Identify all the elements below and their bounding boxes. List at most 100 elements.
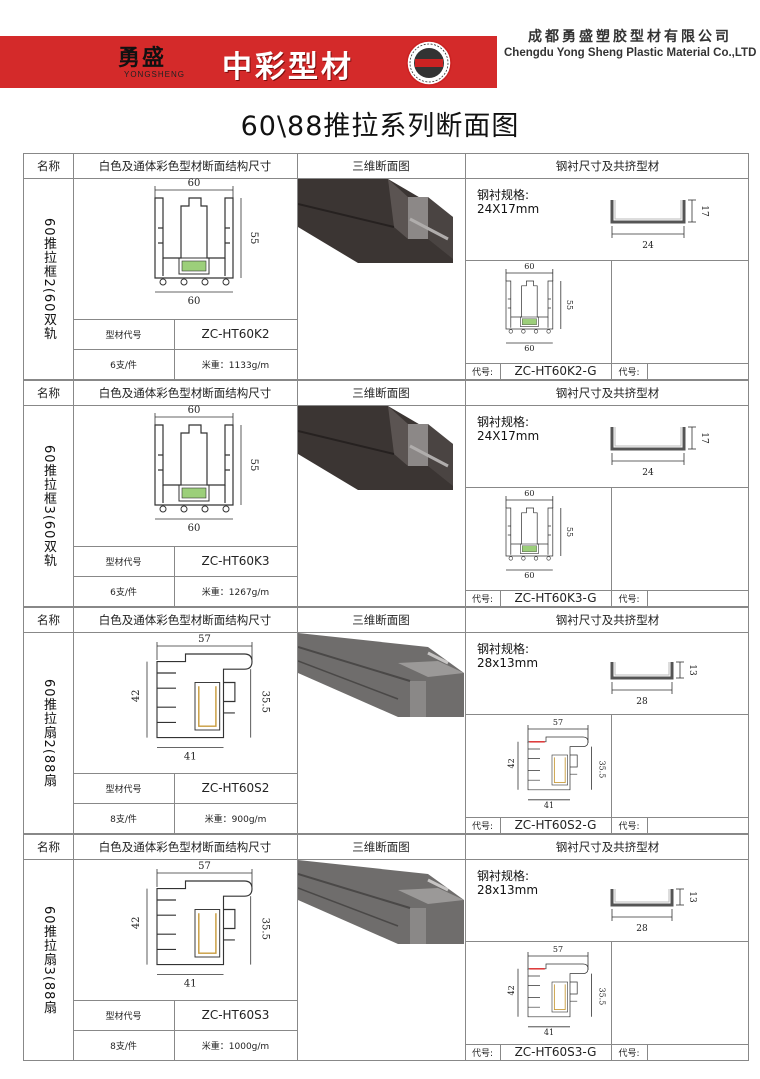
steel-spec-label: 钢衬规格: [477,188,530,202]
pack-count: 6支/件 [110,587,137,598]
profile-3d-view [298,406,464,490]
column-header-3d: 三维断面图 [352,386,410,400]
extrusion-edge [298,660,399,700]
dimension-label: 41 [184,979,197,990]
profile-path [570,754,578,775]
profile-name-cell: 60推拉扇2(88扇 [24,632,73,835]
extrusion-side [410,908,426,944]
extrusion-face [408,197,428,239]
dimension-label: 60 [524,344,534,353]
brand-main-title: 中彩型材 [222,50,354,85]
profile-chamber [551,754,568,786]
dimension-label: 28 [636,697,648,707]
dimension-label: 57 [198,634,211,645]
dimension-label: 35.5 [260,918,271,940]
extrusion-edge [409,217,449,241]
dimension-label: 35.5 [260,691,271,713]
reinforcement-insert [553,757,566,784]
dimension-label: 24 [642,241,654,251]
steel-channel [610,427,686,451]
column-header-name: 名称 [37,613,60,627]
profile-path [156,880,253,966]
profile-foot [508,329,513,334]
pack-count: 6支/件 [110,360,137,371]
profile-name: 60推拉框2(60双轨 [41,218,56,341]
profile-path [162,258,226,276]
dimension-label: 41 [544,801,554,810]
column-header-structure: 白色及通体彩色型材断面结构尺寸 [98,840,272,854]
steel-spec-value: 24X17mm [477,202,540,216]
coex-code-label: 代号: [471,1048,494,1059]
steel-channel-inner [614,427,682,447]
profile-foot [546,556,551,561]
dimension-label: 13 [687,664,697,676]
column-header-name: 名称 [37,386,60,400]
profile-path [528,748,541,781]
coex-code: ZC-HT60S2-G [514,818,597,832]
profile-name: 60推拉框3(60双轨 [41,445,56,568]
code-label: 型材代号 [105,330,142,341]
profile-path [505,280,554,330]
profile-outline [156,653,253,739]
dimension-label: 35.5 [598,987,607,1005]
dimension-label: 17 [699,432,709,444]
coex-code-label-2: 代号: [618,1048,640,1059]
steel-spec-value: 24X17mm [477,429,540,443]
profile-foot [159,278,167,286]
dimension-label: 55 [248,459,259,472]
profile-3d-view [298,179,464,263]
dimension-label: 55 [248,232,259,245]
column-header-steel: 钢衬尺寸及共挤型材 [555,613,660,627]
profile-path [527,963,589,1018]
reinforcement-insert [522,545,537,552]
profile-path [507,298,552,309]
profile-foot [222,505,230,513]
steel-spec-label: 钢衬规格: [477,642,530,656]
column-header-steel: 钢衬尺寸及共挤型材 [555,840,660,854]
reinforcement-insert [198,913,217,954]
steel-spec-label: 钢衬规格: [477,415,530,429]
dimension-label: 42 [131,689,142,702]
profile-chamber [520,543,539,554]
dimension-label: 60 [188,405,201,416]
profile-foot [222,278,230,286]
extrusion-edge [298,887,399,927]
profile-section-4: 名称 白色及通体彩色型材断面结构尺寸 三维断面图 钢衬尺寸及共挤型材 60推拉扇… [23,834,749,1061]
column-header-structure: 白色及通体彩色型材断面结构尺寸 [98,613,272,627]
extrusion-side [428,197,453,259]
profile-path [510,544,549,555]
profile-section-3: 名称 白色及通体彩色型材断面结构尺寸 三维断面图 钢衬尺寸及共挤型材 60推拉扇… [23,607,749,834]
profile-outline [154,424,234,513]
dimension-label: 55 [565,527,574,537]
dimension-label: 60 [524,262,534,271]
dimension-label: 57 [198,861,211,872]
steel-channel-inner [614,200,682,220]
steel-spec-value: 28x13mm [477,883,539,897]
dimension-label: 60 [524,489,534,498]
pack-count: 8支/件 [110,814,137,825]
page-title: 60\88推拉系列断面图 [240,111,520,142]
extrusion-edge [298,430,395,455]
dimension-label: 42 [507,985,516,995]
coex-code-label: 代号: [471,367,494,378]
dimension-label: 55 [565,300,574,310]
profile-outline [527,963,589,1018]
extrusion-face [398,661,464,677]
pack-count: 8支/件 [110,1041,137,1052]
coex-code-label: 代号: [471,821,494,832]
dimension-label: 57 [553,945,563,954]
code-label: 型材代号 [105,557,142,568]
meter-weight: 米重：1267g/m [201,587,270,598]
profile-foot [201,278,209,286]
coex-code: ZC-HT60K2-G [514,364,597,378]
steel-spec-value: 28x13mm [477,656,539,670]
profile-chamber [178,257,210,275]
steel-spec-text: 钢衬规格: 28x13mm [477,642,538,670]
profile-name-cell: 60推拉框2(60双轨 [24,178,73,381]
profile-foot [533,329,539,334]
profile-path [158,454,230,471]
